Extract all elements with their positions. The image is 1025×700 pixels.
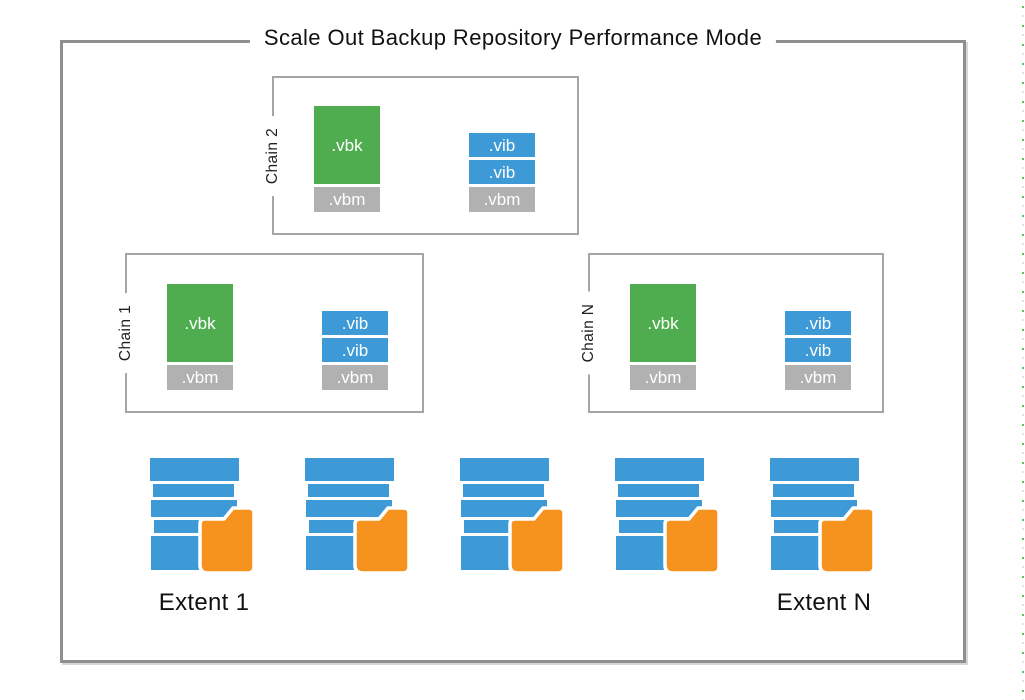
chain-1-label: Chain 1 bbox=[111, 292, 141, 374]
chain-1-increment-group: .vib .vib .vbm bbox=[322, 311, 388, 390]
sobr-performance-mode-box: Scale Out Backup Repository Performance … bbox=[60, 24, 966, 663]
vbk-file-block: .vbk bbox=[630, 284, 696, 362]
vib-file-block: .vib bbox=[322, 311, 388, 335]
vbm-file-block: .vbm bbox=[785, 365, 851, 390]
vib-file-block: .vib bbox=[469, 160, 535, 184]
extent-1-label: Extent 1 bbox=[158, 589, 250, 616]
chain-n-full-backup-group: .vbk .vbm bbox=[630, 284, 696, 390]
diagram-title: Scale Out Backup Repository Performance … bbox=[249, 24, 777, 51]
vib-file-block: .vib bbox=[785, 338, 851, 362]
page-edge-dotted-line bbox=[1022, 6, 1024, 700]
storage-stack-folder-icon bbox=[615, 458, 721, 575]
chain-2-label: Chain 2 bbox=[258, 115, 288, 196]
chain-n-increment-group: .vib .vib .vbm bbox=[785, 311, 851, 390]
storage-stack-folder-icon bbox=[770, 458, 876, 575]
vbm-file-block: .vbm bbox=[167, 365, 233, 390]
vib-file-block: .vib bbox=[469, 133, 535, 157]
chain-n-label: Chain N bbox=[574, 291, 604, 375]
vbm-file-block: .vbm bbox=[630, 365, 696, 390]
chain-2-increment-group: .vib .vib .vbm bbox=[469, 133, 535, 212]
vbm-file-block: .vbm bbox=[469, 187, 535, 212]
storage-stack-folder-icon bbox=[150, 458, 256, 575]
storage-stack-folder-icon bbox=[460, 458, 566, 575]
vbk-file-block: .vbk bbox=[167, 284, 233, 362]
chain-n-box: Chain N .vbk .vbm .vib .vib .vbm bbox=[574, 253, 884, 413]
vbk-file-block: .vbk bbox=[314, 106, 380, 184]
vbm-file-block: .vbm bbox=[322, 365, 388, 390]
chain-1-full-backup-group: .vbk .vbm bbox=[167, 284, 233, 390]
chain-1-box: Chain 1 .vbk .vbm .vib .vib .vbm bbox=[111, 253, 424, 413]
chain-2-full-backup-group: .vbk .vbm bbox=[314, 106, 380, 212]
chain-2-box: Chain 2 .vbk .vbm .vib .vib .vbm bbox=[258, 76, 579, 235]
vib-file-block: .vib bbox=[785, 311, 851, 335]
extent-n-label: Extent N bbox=[776, 589, 872, 616]
storage-stack-folder-icon bbox=[305, 458, 411, 575]
vbm-file-block: .vbm bbox=[314, 187, 380, 212]
vib-file-block: .vib bbox=[322, 338, 388, 362]
